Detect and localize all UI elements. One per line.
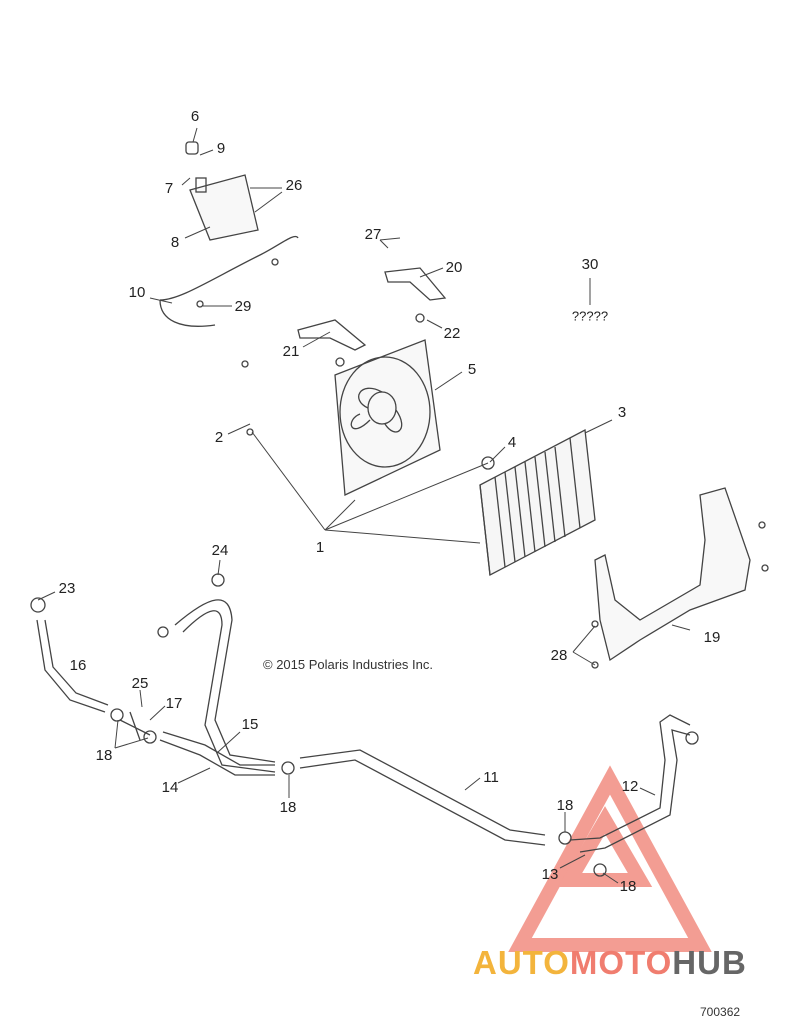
leader-lines: [37, 127, 691, 884]
bracket-20: [384, 267, 447, 301]
callout-13: 13: [541, 866, 559, 883]
callout-27: 27: [364, 226, 382, 243]
callout-15: 15: [241, 716, 259, 733]
callout-21: 21: [282, 343, 300, 360]
callout-26: 26: [285, 177, 303, 194]
radiator: [479, 428, 596, 577]
callout-9: 9: [216, 140, 226, 157]
callout-5: 5: [467, 361, 477, 378]
unknown-part-label: ?????: [571, 308, 609, 324]
bracket-21: [297, 319, 367, 351]
callout-4: 4: [507, 434, 517, 451]
callout-6: 6: [190, 108, 200, 125]
callout-17: 17: [165, 695, 183, 712]
callout-8: 8: [170, 234, 180, 251]
callout-2: 2: [214, 429, 224, 446]
callout-16: 16: [69, 657, 87, 674]
callout-30: 30: [581, 256, 599, 273]
callout-7: 7: [164, 180, 174, 197]
mount-bracket: [594, 487, 751, 662]
watermark-text-auto: AUTO: [473, 944, 570, 981]
callout-28: 28: [550, 647, 568, 664]
callout-14: 14: [161, 779, 179, 796]
callout-18-left: 18: [95, 747, 113, 764]
fan-shroud: [334, 339, 441, 496]
callout-1: 1: [315, 539, 325, 556]
callout-18-right-top: 18: [556, 797, 574, 814]
callout-23: 23: [58, 580, 76, 597]
overflow-hose: [159, 235, 299, 327]
watermark-triangle: [508, 765, 712, 952]
callout-24: 24: [211, 542, 229, 559]
callout-22: 22: [443, 325, 461, 342]
callout-12: 12: [621, 778, 639, 795]
drawing-number: 700362: [700, 1005, 741, 1019]
watermark-text-moto: MOTO: [569, 944, 673, 981]
callout-3: 3: [617, 404, 627, 421]
callout-11: 11: [483, 769, 499, 786]
callout-18-right-bottom: 18: [619, 878, 637, 895]
coolant-hoses: [36, 599, 691, 853]
callout-29: 29: [234, 298, 252, 315]
copyright-notice: © 2015 Polaris Industries Inc.: [263, 657, 433, 672]
callout-18-center: 18: [279, 799, 297, 816]
callout-20: 20: [445, 259, 463, 276]
watermark-logo: AUTOMOTOHUB: [473, 944, 747, 982]
callout-10: 10: [128, 284, 146, 301]
callout-25: 25: [131, 675, 149, 692]
overflow-bottle: [185, 141, 259, 241]
callout-19: 19: [703, 629, 721, 646]
watermark-text-hub: HUB: [672, 944, 747, 981]
